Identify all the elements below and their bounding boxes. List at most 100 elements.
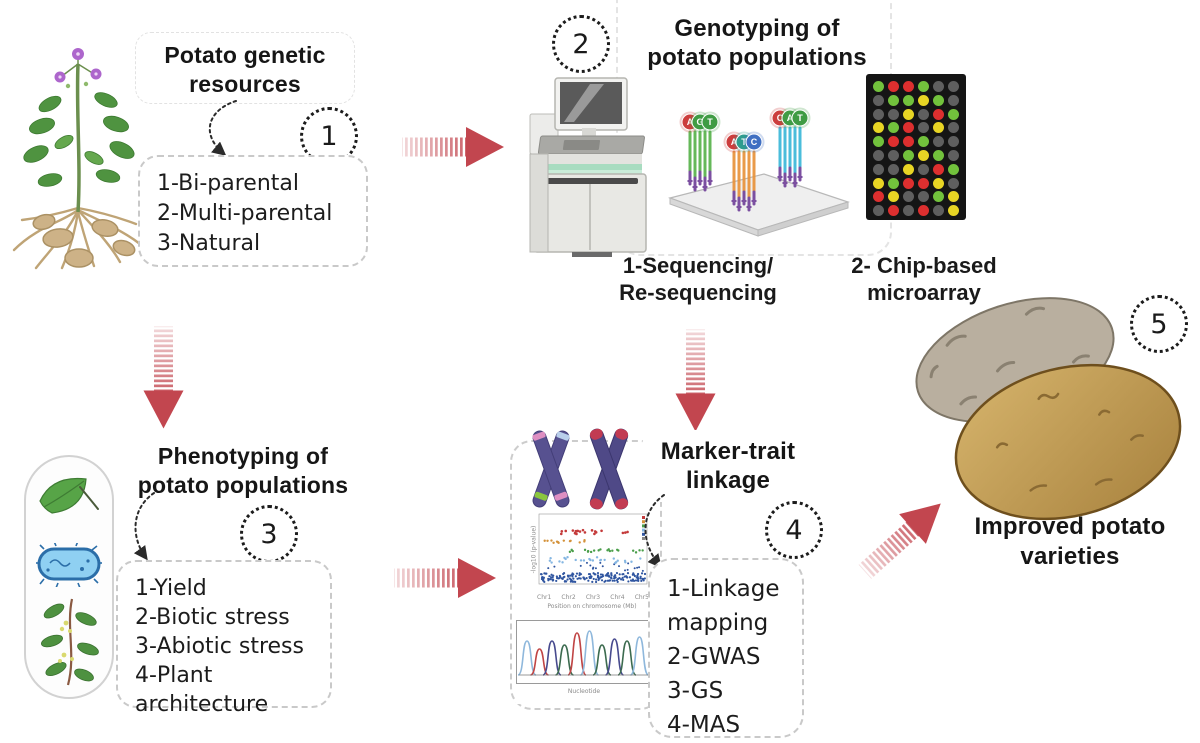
- tick-label: Chr2: [561, 594, 576, 601]
- step3-number: 3: [260, 518, 278, 550]
- chip-dot: [888, 81, 899, 92]
- tick-label: Chr4: [610, 594, 625, 601]
- chip-dot: [948, 177, 959, 189]
- tick-label: Chr1: [537, 594, 552, 601]
- chip-dot: [888, 205, 899, 217]
- chip-dot: [948, 81, 959, 92]
- step4-title-line2: linkage: [685, 467, 771, 494]
- step1-title-line1: Potato genetic: [164, 42, 326, 68]
- chip-dot: [903, 94, 914, 106]
- microarray-chip: [866, 74, 966, 220]
- plant-tubers: [32, 213, 136, 268]
- chip-dot: [918, 81, 929, 92]
- chip-dot: [918, 94, 929, 106]
- chip-dot: [918, 205, 929, 217]
- step4-list: 1-Linkage mapping 2-GWAS 3-GS 4-MAS: [648, 558, 804, 738]
- chip-dot: [948, 163, 959, 175]
- list-item: 3-Abiotic stress: [135, 634, 304, 659]
- list-item: 1-Bi-parental: [157, 171, 300, 196]
- step4-number: 4: [785, 514, 803, 546]
- svg-text:G: G: [696, 117, 703, 127]
- chip-dot: [903, 191, 914, 203]
- bacterium-icon: [36, 543, 102, 587]
- step2-title-line1: Genotyping of: [674, 15, 840, 42]
- list-item: 1-Yield: [135, 576, 207, 601]
- chip-dot: [933, 94, 944, 106]
- chip-dot: [933, 122, 944, 134]
- svg-text:A: A: [787, 113, 794, 123]
- chip-dot: [948, 205, 959, 217]
- chip-dot: [903, 108, 914, 120]
- potato-plant-illustration: [12, 48, 142, 270]
- list-item: 2-GWAS: [667, 644, 761, 670]
- list-item: 2-Biotic stress: [135, 605, 290, 630]
- manhattan-dot-group: [539, 516, 647, 584]
- chip-dot: [948, 149, 959, 161]
- chromatogram-xlabel: Nucleotide: [567, 688, 601, 695]
- list-item: 1-Linkage mapping: [667, 576, 780, 636]
- step2-number-badge: 2: [552, 15, 610, 73]
- chip-dot: [888, 108, 899, 120]
- tick-label: Chr3: [585, 594, 601, 601]
- step3-title-line1: Phenotyping of: [157, 443, 329, 469]
- chip-dot: [933, 177, 944, 189]
- step5-title-line2: varieties: [1020, 543, 1120, 570]
- method1-line2: Re-sequencing: [619, 280, 777, 305]
- step4-title: Marker-trait linkage: [642, 430, 814, 502]
- svg-text:T: T: [707, 117, 713, 127]
- svg-text:C: C: [751, 137, 758, 147]
- chip-dot: [903, 177, 914, 189]
- step5-title-line1: Improved potato: [974, 513, 1166, 540]
- step1-list: 1-Bi-parental 2-Multi-parental 3-Natural: [138, 155, 368, 267]
- chip-dot: [918, 108, 929, 120]
- chip-dot: [933, 81, 944, 92]
- manhattan-ticks: Chr1 Chr2 Chr3 Chr4 Chr5: [537, 594, 649, 601]
- arrow-step2-to-step4: [671, 328, 721, 433]
- list-item: 4-MAS: [667, 712, 741, 738]
- chip-dot: [873, 149, 884, 161]
- step3-title: Phenotyping of potato populations: [126, 442, 360, 500]
- chip-dot: [873, 191, 884, 203]
- chip-dot: [873, 136, 884, 148]
- chip-dot: [948, 122, 959, 134]
- step5-number: 5: [1150, 308, 1168, 340]
- step4-number-badge: 4: [765, 501, 823, 559]
- step3-number-badge: 3: [240, 505, 298, 563]
- step2-title-line2: potato populations: [647, 44, 867, 71]
- chip-dot: [933, 108, 944, 120]
- chip-dot: [933, 205, 944, 217]
- chip-dot: [918, 136, 929, 148]
- chip-dot: [873, 163, 884, 175]
- microarray-dot-grid: [873, 81, 959, 217]
- chip-dot: [933, 163, 944, 175]
- chromatogram-frame: [516, 620, 654, 684]
- step5-title: Improved potato varieties: [950, 512, 1190, 572]
- step3-title-line2: potato populations: [137, 472, 349, 498]
- plant-flowers: [54, 48, 102, 89]
- step2-title: Genotyping of potato populations: [612, 14, 902, 72]
- step1-number: 1: [320, 120, 338, 152]
- chip-dot: [873, 94, 884, 106]
- sequencer-machine-illustration: [529, 77, 647, 257]
- plant-sprig-icon: [41, 598, 99, 686]
- method2-line1: 2- Chip-based: [851, 253, 997, 278]
- chip-dot: [873, 205, 884, 217]
- svg-text:C: C: [777, 113, 784, 123]
- potatoes-illustration: [915, 297, 1182, 521]
- arrow-step1-to-step3: [139, 325, 189, 430]
- chip-dot: [918, 163, 929, 175]
- chip-dot: [918, 177, 929, 189]
- step4-title-line1: Marker-trait: [660, 438, 796, 465]
- chip-dot: [948, 136, 959, 148]
- svg-text:T: T: [797, 113, 803, 123]
- step2-number: 2: [572, 28, 590, 60]
- arrow-step3-to-step4: [392, 553, 497, 603]
- chip-dot: [918, 149, 929, 161]
- genotyping-method1-label: 1-Sequencing/ Re-sequencing: [598, 252, 798, 306]
- chip-dot: [903, 81, 914, 92]
